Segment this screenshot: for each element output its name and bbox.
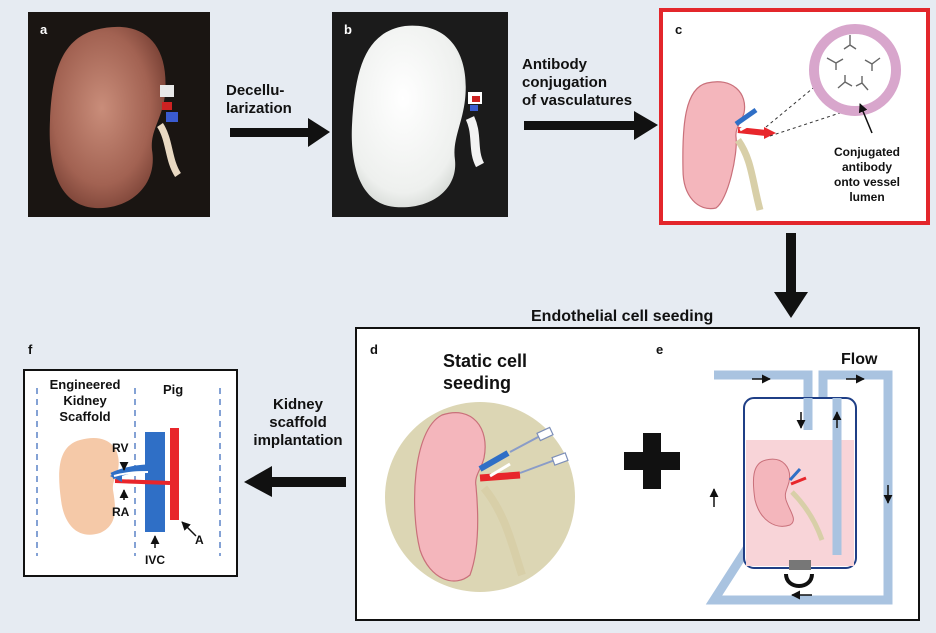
artery-label: A [195,533,204,547]
conj-line-2: antibody [842,160,892,174]
arrow-b-to-c [524,111,658,140]
ivc-label: IVC [145,553,166,567]
antibody-line-3: of vasculatures [522,92,633,109]
static-seeding-label: Static cell seeding [443,350,527,394]
plus-sign [624,433,680,489]
implant-line-3: implantation [253,432,343,449]
panel-c-box [659,8,930,225]
panel-e-graphic [705,370,893,605]
antibody-line-1: Antibody [522,56,587,73]
arrow-a-to-b [230,118,330,147]
conj-line-1: Conjugated [834,145,900,159]
conj-line-4: lumen [849,190,885,204]
ra-label: RA [112,505,130,519]
antibody-conjugation-label: Antibody conjugation of vasculatures [522,56,632,110]
implantation-label: Kidney scaffold implantation [246,396,350,450]
implant-line-1: Kidney [272,396,323,413]
panel-e-letter: e [656,342,664,357]
panel-d-graphic [385,402,575,592]
implant-line-2: scaffold [269,414,327,431]
panel-c-letter: c [675,22,683,37]
static-line-2: seeding [443,373,512,393]
arrow-de-to-f [244,466,346,497]
decell-line-1: Decellu- [226,82,285,99]
eng-line-1: Engineered [49,377,121,392]
decell-line-2: larization [226,100,292,117]
endothelial-seeding-label: Endothelial cell seeding [531,308,714,325]
eng-line-2: Kidney [63,393,107,408]
pig-label: Pig [163,382,184,397]
conjugated-antibody-label: Conjugated antibody onto vessel lumen [815,145,919,205]
panel-f-graphic [23,369,238,577]
engineered-scaffold-label: Engineered Kidney Scaffold [36,377,134,425]
rv-label: RV [112,441,129,455]
panel-d-letter: d [370,342,378,357]
panel-b-photo [332,12,508,217]
arrow-c-to-de [774,233,808,318]
panel-a-photo [28,12,210,217]
static-line-1: Static cell [443,351,528,371]
panel-f-letter: f [28,342,33,357]
eng-line-3: Scaffold [59,409,111,424]
panel-a-letter: a [40,22,48,37]
conj-line-3: onto vessel [833,175,901,189]
panel-b-letter: b [344,22,352,37]
decellularization-label: Decellu- larization [226,82,292,118]
flow-label: Flow [841,351,878,368]
antibody-line-2: conjugation [522,74,607,91]
